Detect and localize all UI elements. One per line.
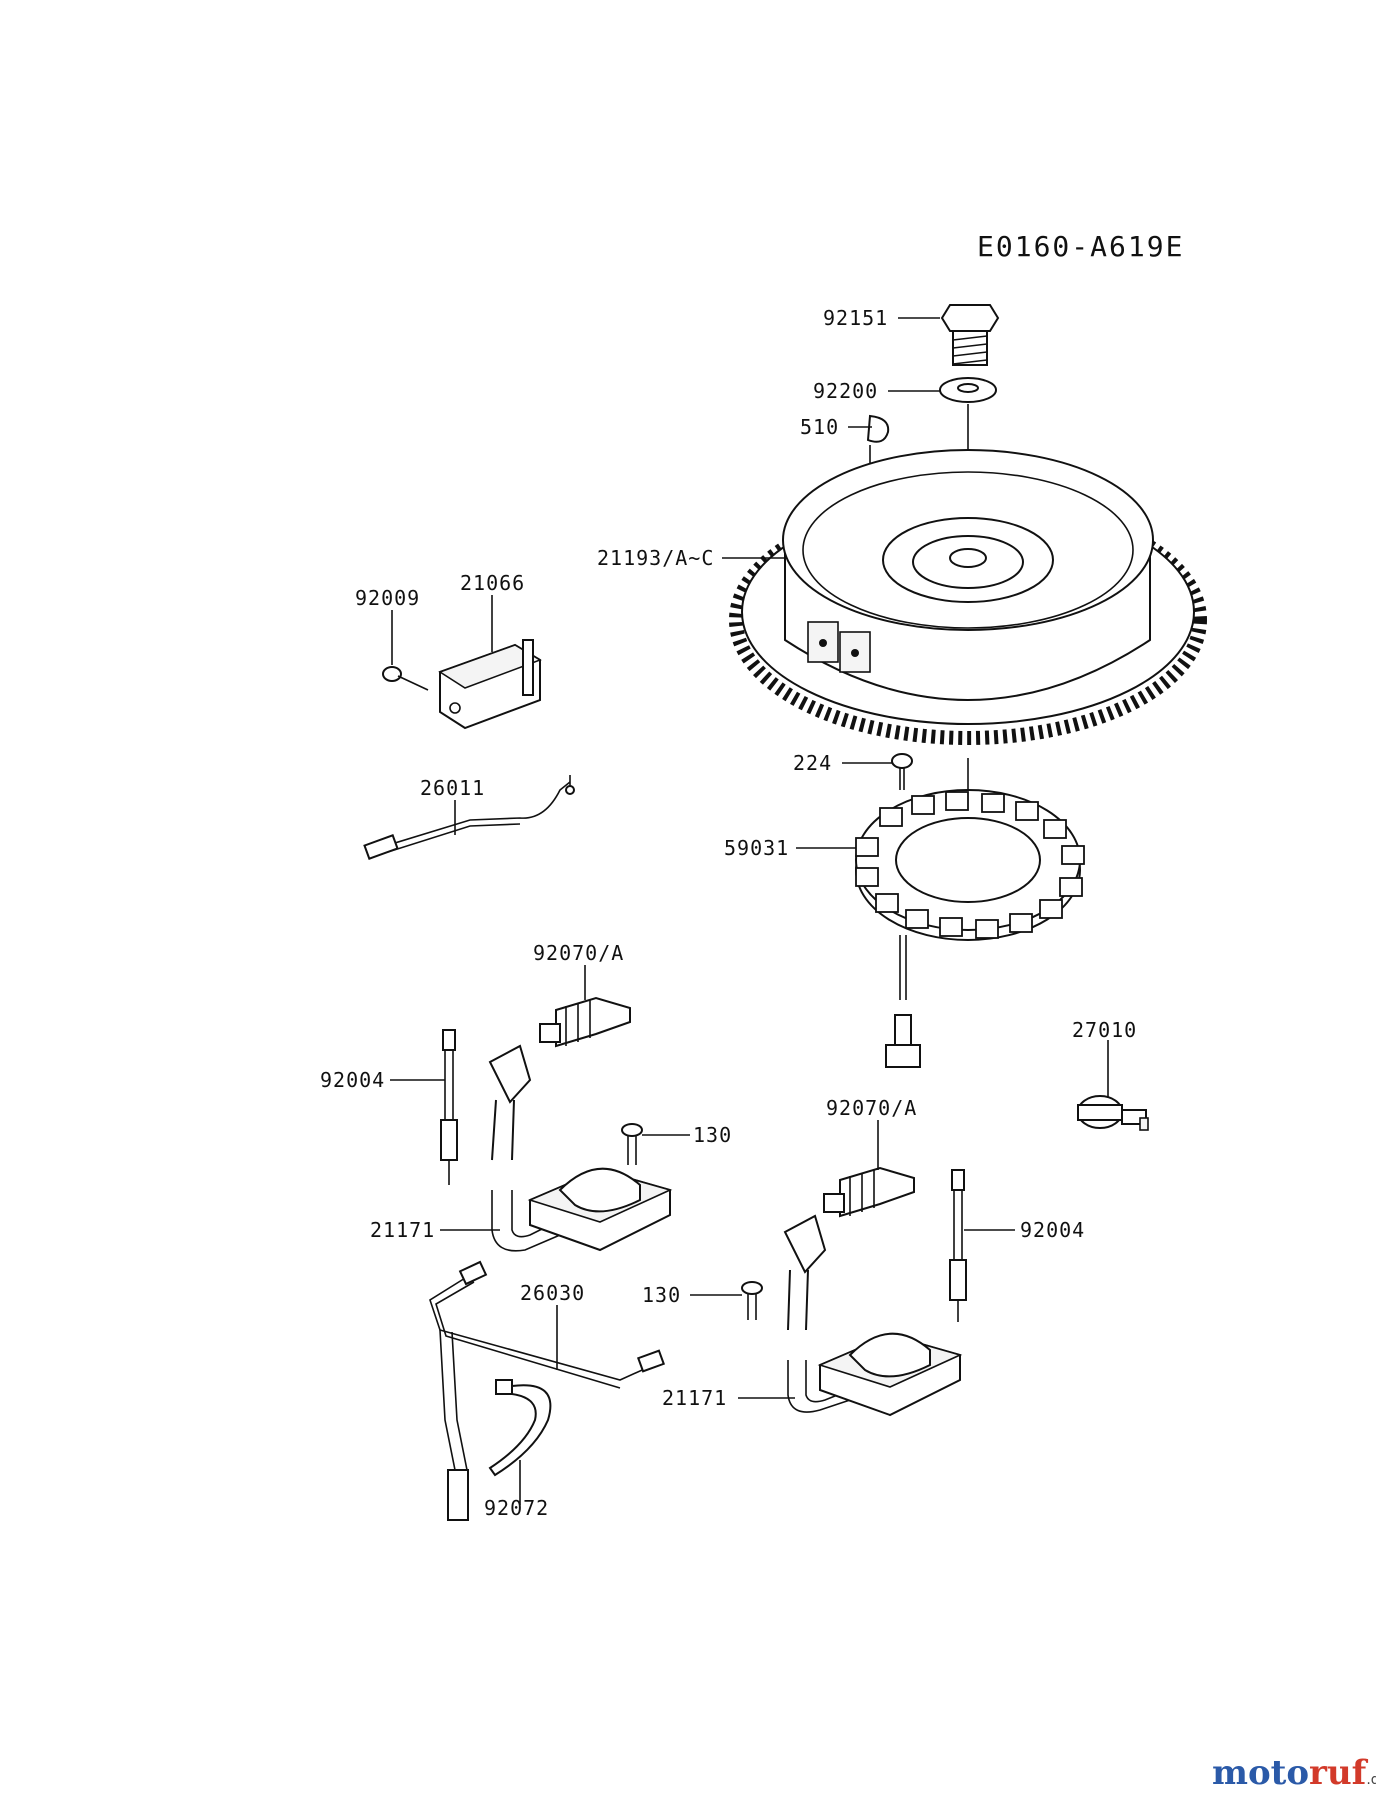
bolt-130-left[interactable] bbox=[621, 1123, 643, 1165]
stator-59031[interactable] bbox=[855, 789, 1085, 1068]
svg-text:motoruf.de: motoruf.de bbox=[1212, 1753, 1376, 1793]
callout-21171-left[interactable]: 21171 bbox=[370, 1218, 435, 1242]
callout-510[interactable]: 510 bbox=[800, 415, 839, 439]
callout-92070a-left[interactable]: 92070/A bbox=[533, 941, 624, 965]
callout-21193[interactable]: 21193/A~C bbox=[597, 546, 714, 570]
callout-26030[interactable]: 26030 bbox=[520, 1281, 585, 1305]
clip-92072[interactable] bbox=[488, 1379, 552, 1477]
bolt-130-right[interactable] bbox=[741, 1281, 763, 1320]
callout-130-right[interactable]: 130 bbox=[642, 1283, 681, 1307]
watermark-logo: motoruf.de bbox=[1212, 1753, 1376, 1793]
callout-92070a-right[interactable]: 92070/A bbox=[826, 1096, 917, 1120]
diagram-code: E0160-A619E bbox=[977, 230, 1184, 263]
wire-harness-26030[interactable] bbox=[429, 1260, 666, 1521]
callout-27010[interactable]: 27010 bbox=[1072, 1018, 1137, 1042]
bolt-92151[interactable] bbox=[940, 304, 1000, 366]
key-510[interactable] bbox=[866, 414, 890, 443]
regulator-21066[interactable] bbox=[438, 639, 542, 730]
ignition-coil-right[interactable] bbox=[783, 1214, 963, 1417]
callout-92004-right[interactable]: 92004 bbox=[1020, 1218, 1085, 1242]
callout-92009[interactable]: 92009 bbox=[355, 586, 420, 610]
callout-59031[interactable]: 59031 bbox=[724, 836, 789, 860]
spark-plug-left[interactable] bbox=[539, 996, 631, 1048]
flywheel-21193[interactable] bbox=[729, 449, 1207, 745]
wire-26011[interactable] bbox=[363, 775, 575, 860]
watermark-tld: .de bbox=[1366, 1772, 1376, 1788]
callout-92072[interactable]: 92072 bbox=[484, 1496, 549, 1520]
washer-92200[interactable] bbox=[939, 377, 997, 403]
stud-92004-right[interactable] bbox=[949, 1169, 967, 1322]
callout-21066[interactable]: 21066 bbox=[460, 571, 525, 595]
callout-92004-left[interactable]: 92004 bbox=[320, 1068, 385, 1092]
callout-224[interactable]: 224 bbox=[793, 751, 832, 775]
screw-92009[interactable] bbox=[382, 666, 429, 691]
watermark-brand-2: ruf bbox=[1309, 1753, 1369, 1793]
callout-21171-right[interactable]: 21171 bbox=[662, 1386, 727, 1410]
callout-92200[interactable]: 92200 bbox=[813, 379, 878, 403]
spark-plug-right[interactable] bbox=[823, 1166, 915, 1218]
callout-92151[interactable]: 92151 bbox=[823, 306, 888, 330]
stud-92004-left[interactable] bbox=[440, 1029, 458, 1185]
bolt-224[interactable] bbox=[891, 753, 913, 790]
watermark-brand-1: moto bbox=[1212, 1753, 1309, 1793]
ignition-coil-left[interactable] bbox=[488, 1044, 673, 1252]
callout-130-left[interactable]: 130 bbox=[693, 1123, 732, 1147]
oil-switch-27010[interactable] bbox=[1077, 1095, 1149, 1131]
callout-26011[interactable]: 26011 bbox=[420, 776, 485, 800]
